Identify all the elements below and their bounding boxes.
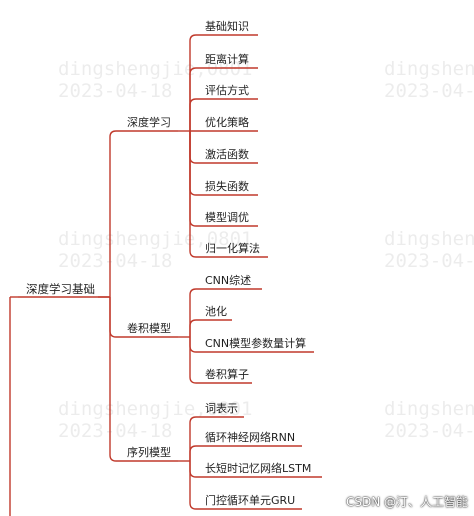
branch-deep-learning[interactable]: 深度学习	[127, 116, 171, 129]
dl-bracket-edge-0	[189, 34, 258, 131]
leaf-pooling[interactable]: 池化	[205, 305, 227, 318]
root-node[interactable]: 深度学习基础	[26, 282, 95, 296]
leaf-tuning[interactable]: 模型调优	[205, 211, 249, 224]
leaf-normalization[interactable]: 归一化算法	[205, 242, 260, 255]
leaf-lstm[interactable]: 长短时记忆网络LSTM	[205, 462, 312, 475]
leaf-optimization[interactable]: 优化策略	[205, 116, 249, 129]
csdn-credit: CSDN @汀、人工智能	[345, 495, 468, 509]
leaf-cnn-overview[interactable]: CNN综述	[205, 274, 252, 287]
leaf-activation[interactable]: 激活函数	[205, 148, 249, 161]
dl-bracket-edge-1	[189, 67, 258, 131]
root-bracket-edge-0	[109, 130, 178, 297]
leaf-loss[interactable]: 损失函数	[205, 180, 249, 193]
dl-bracket-edge-2	[189, 98, 258, 131]
leaf-gru[interactable]: 门控循环单元GRU	[205, 494, 296, 507]
leaf-conv-operator[interactable]: 卷积算子	[205, 368, 249, 381]
seq-bracket-edge-3	[189, 461, 302, 510]
leaf-rnn[interactable]: 循环神经网络RNN	[205, 431, 296, 444]
branch-seq-models[interactable]: 序列模型	[127, 446, 171, 459]
leaf-basics[interactable]: 基础知识	[205, 20, 249, 33]
leaf-distance[interactable]: 距离计算	[205, 53, 249, 66]
conv-bracket-edge-3	[189, 337, 252, 384]
leaf-cnn-params[interactable]: CNN模型参数量计算	[205, 337, 307, 350]
root-bracket-edge-2	[109, 297, 178, 462]
dl-bracket-edge-7	[189, 131, 268, 258]
conv-bracket-edge-1	[189, 319, 232, 337]
conv-bracket-edge-0	[189, 288, 262, 337]
branch-conv-models[interactable]: 卷积模型	[127, 322, 171, 335]
leaf-evaluation[interactable]: 评估方式	[205, 84, 249, 97]
seq-bracket-edge-0	[189, 416, 244, 461]
leaf-word-representation[interactable]: 词表示	[205, 402, 238, 415]
seq-bracket-edge-1	[189, 445, 302, 461]
